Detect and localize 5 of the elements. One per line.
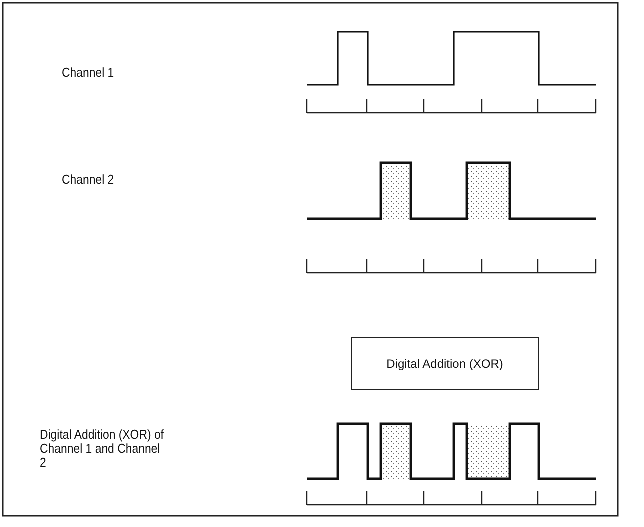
signal-label: Channel 2 bbox=[62, 173, 114, 187]
signal-label: Digital Addition (XOR) of Channel 1 and Channel 2 bbox=[40, 428, 165, 470]
signal-label: Channel 1 bbox=[62, 66, 114, 80]
operation-box bbox=[351, 337, 539, 390]
box-text: Digital Addition (XOR) bbox=[386, 356, 504, 370]
